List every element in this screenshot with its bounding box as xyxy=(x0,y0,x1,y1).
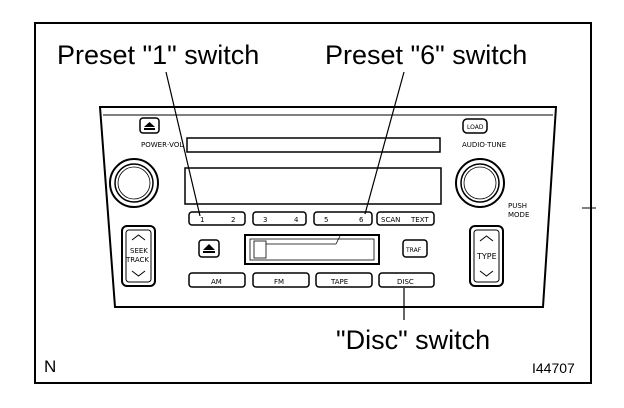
power-vol-knob[interactable] xyxy=(109,158,159,208)
chevron-up-icon xyxy=(479,235,494,242)
cassette-window xyxy=(244,234,380,265)
figure-id: I44707 xyxy=(532,360,575,376)
preset-1-callout: Preset "1" switch xyxy=(57,40,260,70)
preset-6-callout: Preset "6" switch xyxy=(325,40,528,70)
traf-label: TRAF xyxy=(405,247,422,254)
preset-6-leader xyxy=(364,71,405,215)
eject-icon xyxy=(144,122,155,127)
preset-6-label: 6 xyxy=(359,216,364,224)
scan-text-button[interactable]: SCAN TEXT xyxy=(376,211,435,226)
scan-label: SCAN xyxy=(381,216,400,224)
eject-icon xyxy=(203,244,215,250)
preset-5-6-button[interactable]: 5 6 xyxy=(313,211,373,226)
preset-2-label: 2 xyxy=(231,216,235,224)
power-vol-label: POWER·VOL xyxy=(141,141,183,149)
audio-tune-label: AUDIO·TUNE xyxy=(462,141,506,149)
audio-tune-knob[interactable] xyxy=(455,158,505,208)
preset-1-label: 1 xyxy=(200,216,204,224)
display-window xyxy=(184,167,442,205)
mode-label: MODE xyxy=(508,211,529,219)
seek-track-rocker[interactable]: SEEK TRACK xyxy=(121,225,156,287)
push-label: PUSH xyxy=(508,202,527,210)
type-rocker[interactable]: TYPE xyxy=(469,225,504,287)
disc-button[interactable]: DISC xyxy=(378,272,435,288)
preset-3-4-button[interactable]: 3 4 xyxy=(252,211,307,226)
am-button[interactable]: AM xyxy=(188,272,246,288)
chevron-up-icon xyxy=(131,234,146,241)
load-label: LOAD xyxy=(467,124,484,131)
fm-label: FM xyxy=(274,278,284,286)
text-label: TEXT xyxy=(410,216,429,224)
am-label: AM xyxy=(211,278,222,286)
preset-5-label: 5 xyxy=(324,216,328,224)
fm-button[interactable]: FM xyxy=(252,272,310,288)
track-label: TRACK xyxy=(125,256,149,264)
traf-button[interactable]: TRAF xyxy=(402,239,428,258)
chevron-down-icon xyxy=(479,270,494,277)
preset-1-2-button[interactable]: 1 2 xyxy=(188,211,246,226)
tape-label: TAPE xyxy=(330,278,348,286)
tape-slot xyxy=(186,137,441,153)
preset-1-leader xyxy=(165,71,201,217)
disc-label: DISC xyxy=(397,278,414,286)
corner-label-left: N xyxy=(44,357,57,376)
type-label: TYPE xyxy=(476,252,497,261)
preset-4-label: 4 xyxy=(294,216,299,224)
figure-frame xyxy=(34,22,592,384)
eject-button-lower[interactable] xyxy=(198,239,220,258)
preset-3-label: 3 xyxy=(263,216,267,224)
seek-label: SEEK xyxy=(130,247,148,255)
disc-callout: "Disc" switch xyxy=(336,325,491,355)
tape-button[interactable]: TAPE xyxy=(315,272,373,288)
chevron-down-icon xyxy=(131,270,146,277)
load-button[interactable]: LOAD xyxy=(462,118,488,134)
eject-button-top[interactable] xyxy=(139,117,160,134)
